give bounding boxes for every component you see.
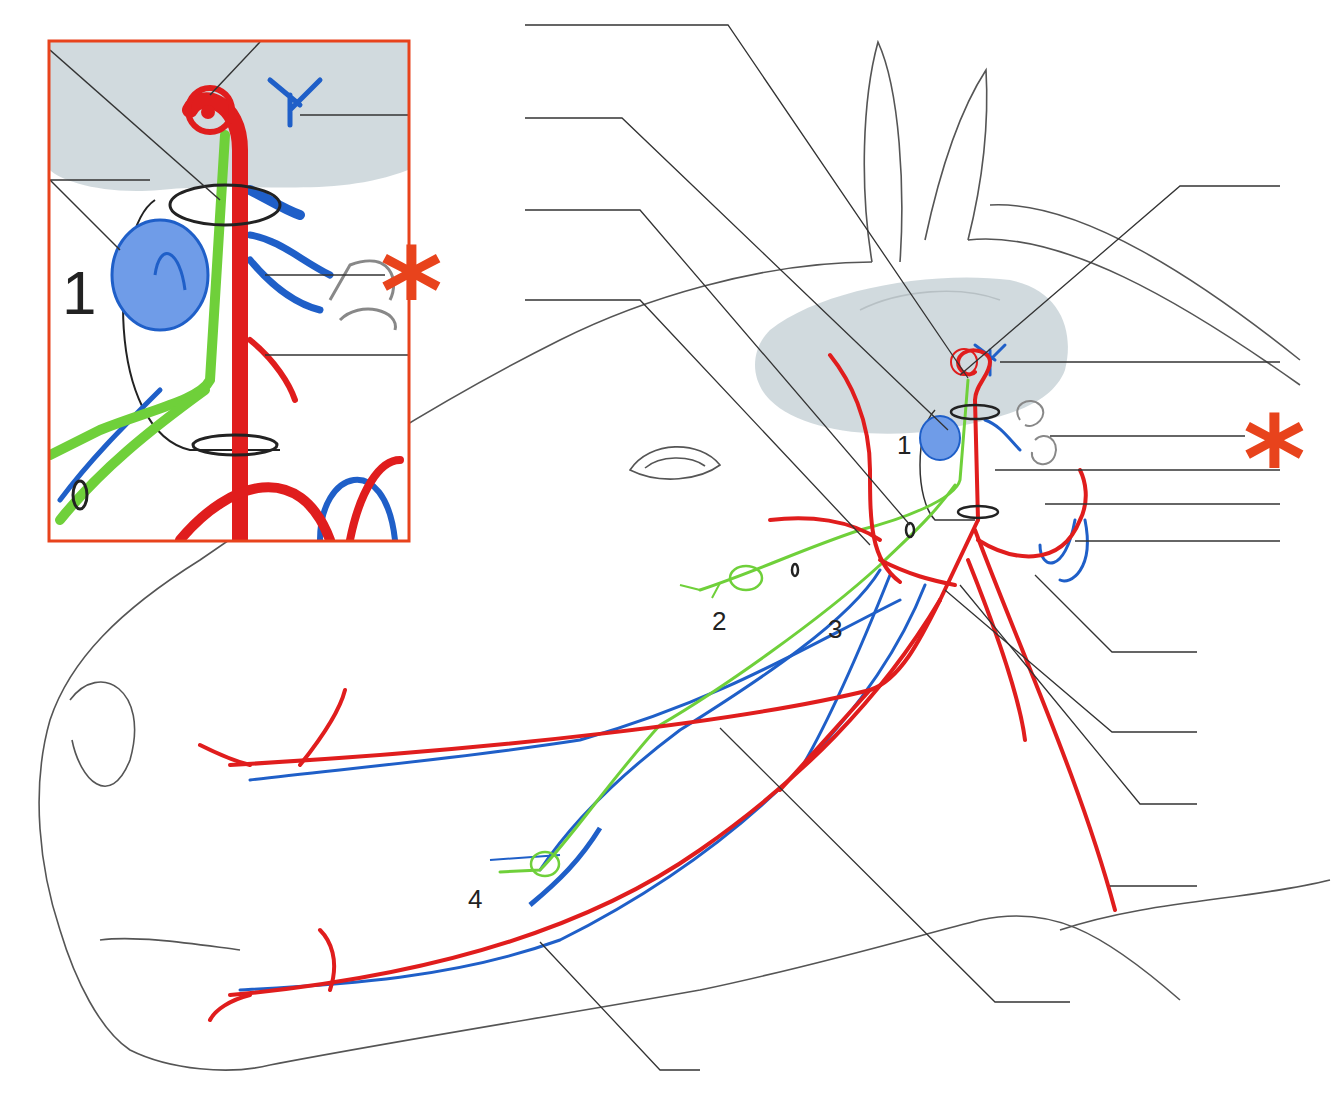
callout-number: 1 (897, 432, 911, 458)
callout-number: 2 (712, 608, 726, 634)
asterisk-mark: * (1243, 400, 1306, 520)
callout-number: 4 (468, 886, 482, 912)
callout-number: 1 (62, 262, 96, 324)
asterisk-mark: * (380, 232, 443, 352)
callout-number: 3 (828, 616, 842, 642)
